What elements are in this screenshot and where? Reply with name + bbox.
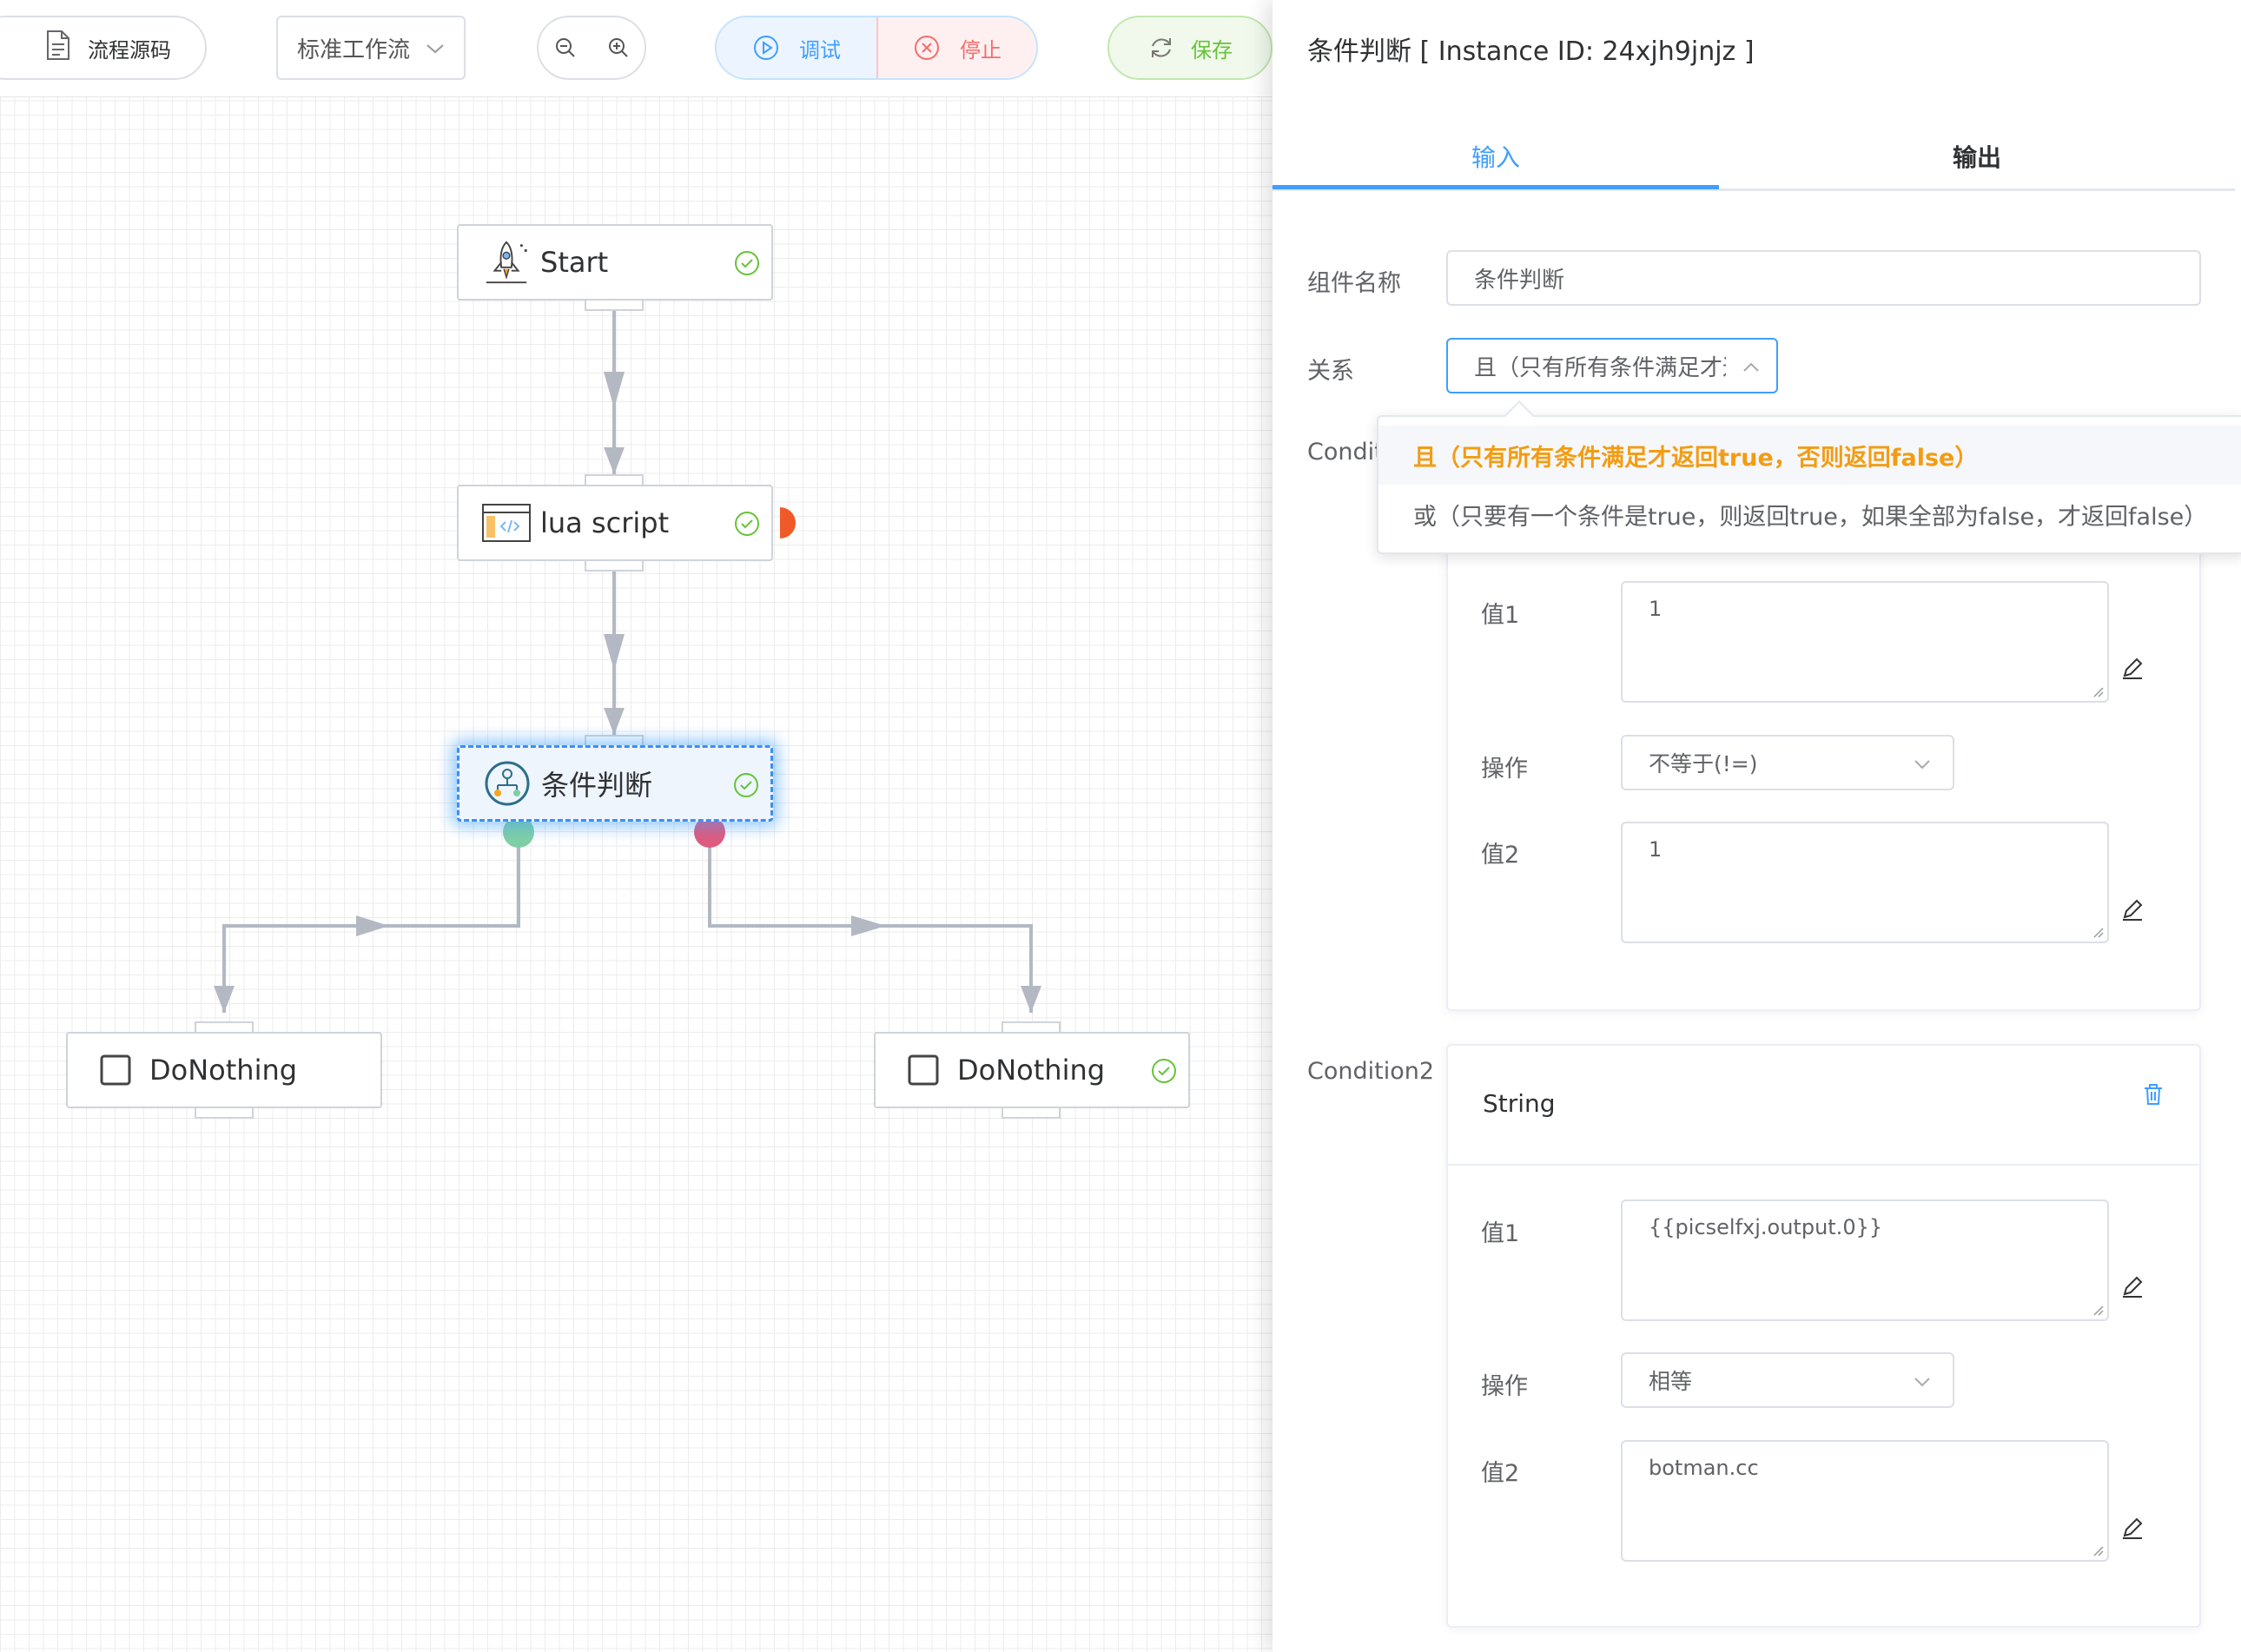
edit-pen-icon[interactable] (2119, 896, 2145, 922)
source-code-label: 流程源码 (88, 37, 171, 63)
card1-value1-label: 值1 (1481, 602, 1520, 629)
port-condition-false[interactable] (694, 816, 725, 848)
component-name-value: 条件判断 (1474, 267, 1565, 294)
workflow-type-select[interactable]: 标准工作流 (276, 16, 466, 80)
node-lua-label: lua script (540, 506, 670, 539)
rocket-icon (481, 237, 532, 287)
node-do-nothing-right-label: DoNothing (957, 1054, 1106, 1087)
node-do-nothing-left-label: DoNothing (149, 1054, 298, 1087)
relation-label: 关系 (1307, 358, 1354, 385)
stop-button[interactable]: 停止 (876, 17, 1036, 78)
chevron-down-icon (1913, 754, 1932, 779)
card2-value2-label: 值2 (1481, 1460, 1520, 1487)
node-start[interactable]: Start (457, 224, 773, 301)
edit-pen-icon[interactable] (2119, 1273, 2145, 1299)
code-window-icon (481, 498, 532, 548)
check-circle-icon (1152, 1059, 1176, 1083)
resize-grip-icon (2093, 687, 2104, 697)
component-name-label: 组件名称 (1307, 270, 1401, 297)
card1-value2-label: 值2 (1481, 842, 1520, 869)
play-circle-icon (753, 36, 778, 60)
active-tab-indicator (1273, 185, 1719, 189)
workflow-canvas[interactable]: 流程源码 标准工作流 调试 停止 (0, 0, 1273, 1652)
port-lua-error[interactable] (780, 507, 796, 539)
panel-tabs: 输入 输出 (1273, 122, 2235, 191)
edge-condition-right (708, 832, 1033, 1013)
zoom-in-button[interactable] (592, 17, 645, 78)
port-condition-true[interactable] (503, 816, 534, 848)
card2-op-label: 操作 (1481, 1373, 1528, 1400)
port-right-do-out[interactable] (1002, 1107, 1061, 1119)
node-start-label: Start (540, 246, 609, 279)
check-circle-icon (735, 512, 759, 536)
port-lua-out[interactable] (585, 559, 644, 572)
check-circle-icon (734, 773, 758, 797)
refresh-icon (1152, 38, 1171, 57)
debug-button[interactable]: 调试 (717, 17, 876, 78)
chevron-down-icon (1913, 1371, 1932, 1397)
resize-grip-icon (2093, 1305, 2104, 1316)
resize-grip-icon (2093, 928, 2104, 938)
condition2-label: Condition2 (1307, 1058, 1435, 1085)
condition2-type: String (1483, 1089, 1556, 1118)
card1-value2-textarea[interactable]: 1 (1621, 822, 2109, 943)
relation-dropdown: 且（只有所有条件满足才返回true，否则返回false） 或（只要有一个条件是t… (1377, 400, 2241, 554)
card1-operator-select[interactable]: 不等于(!=) (1621, 735, 1954, 790)
card1-value1-textarea[interactable]: 1 (1621, 581, 2109, 703)
zoom-out-button[interactable] (539, 17, 592, 78)
card1-operator-value: 不等于(!=) (1649, 751, 1758, 776)
close-circle-icon (914, 36, 939, 60)
document-icon (44, 30, 72, 66)
card1-value2-text: 1 (1649, 837, 1663, 862)
zoom-controls (537, 16, 646, 80)
chevron-down-icon (426, 35, 445, 61)
card2-value1-text: {{picselfxj.output.0}} (1649, 1215, 1883, 1239)
card1-value1-text: 1 (1649, 597, 1663, 621)
check-circle-icon (735, 251, 759, 275)
card2-value1-label: 值1 (1481, 1220, 1520, 1247)
card2-value1-textarea[interactable]: {{picselfxj.output.0}} (1621, 1199, 2109, 1321)
relation-option-or[interactable]: 或（只要有一个条件是true，则返回true，如果全部为false，才返回fal… (1413, 503, 2208, 531)
tab-input[interactable]: 输入 (1471, 143, 1520, 172)
zoom-out-icon (555, 38, 575, 57)
node-condition-label: 条件判断 (541, 769, 653, 802)
checkbox-icon (898, 1045, 949, 1095)
condition2-card-header: String (1448, 1046, 2199, 1166)
debug-label: 调试 (798, 37, 841, 63)
edit-pen-icon[interactable] (2119, 655, 2145, 681)
card2-operator-select[interactable]: 相等 (1621, 1352, 1954, 1408)
debug-stop-group: 调试 停止 (715, 16, 1038, 80)
zoom-in-icon (608, 38, 628, 57)
save-button[interactable]: 保存 (1107, 16, 1273, 80)
edge-condition-left (222, 832, 520, 1013)
relation-select-value: 且（只有所有条件满足才返回true，否则返回false） (1474, 354, 1726, 381)
checkbox-icon (90, 1045, 141, 1095)
card1-op-label: 操作 (1481, 756, 1528, 783)
workflow-type-value: 标准工作流 (296, 36, 410, 63)
edit-pen-icon[interactable] (2119, 1515, 2145, 1541)
node-do-nothing-right[interactable]: DoNothing (874, 1032, 1190, 1108)
tab-output[interactable]: 输出 (1952, 143, 2001, 172)
node-do-nothing-left[interactable]: DoNothing (66, 1032, 382, 1108)
relation-option-and[interactable]: 且（只有所有条件满足才返回true，否则返回false） (1378, 426, 2241, 485)
branch-icon (482, 758, 532, 809)
node-lua-script[interactable]: lua script (457, 485, 773, 561)
relation-select[interactable]: 且（只有所有条件满足才返回true，否则返回false） (1446, 338, 1778, 393)
card2-operator-value: 相等 (1649, 1369, 1693, 1394)
panel-title: 条件判断 [ Instance ID: 24xjh9jnjz ] (1307, 36, 1755, 67)
source-code-button[interactable]: 流程源码 (0, 16, 207, 80)
node-condition[interactable]: 条件判断 (457, 745, 773, 822)
chevron-up-icon (1742, 357, 1761, 383)
port-left-do-out[interactable] (195, 1107, 254, 1119)
card2-value2-text: botman.cc (1649, 1456, 1759, 1480)
component-name-input[interactable]: 条件判断 (1446, 250, 2201, 306)
card2-value2-textarea[interactable]: botman.cc (1621, 1440, 2109, 1562)
stop-label: 停止 (959, 37, 1002, 63)
toolbar: 流程源码 标准工作流 调试 停止 (0, 0, 1273, 97)
port-start-out[interactable] (585, 299, 644, 311)
resize-grip-icon (2093, 1546, 2104, 1556)
condition1-label: Condit (1307, 439, 1384, 466)
save-label: 保存 (1191, 37, 1233, 63)
trash-icon[interactable] (2142, 1082, 2165, 1110)
